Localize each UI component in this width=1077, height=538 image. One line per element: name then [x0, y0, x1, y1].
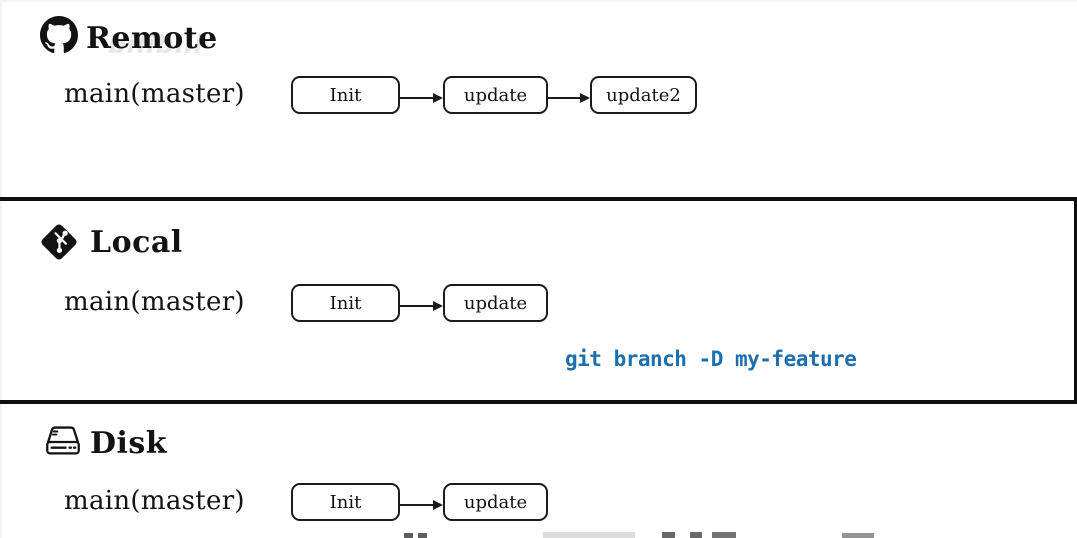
commit-label: update2 — [606, 84, 681, 106]
commit-node-update: update — [443, 483, 548, 521]
cropped-next-line-fragment — [543, 532, 635, 538]
branch-label-remote: main(master) — [64, 79, 245, 109]
cropped-next-line-fragment — [712, 532, 736, 538]
commit-node-update: update — [443, 284, 548, 322]
slide-top-edge — [0, 0, 1077, 2]
cropped-next-line-fragment — [404, 533, 413, 538]
commit-node-update2: update2 — [590, 76, 697, 114]
section-title-local: Local — [90, 225, 183, 260]
section-divider — [0, 197, 1077, 201]
commit-label: Init — [329, 84, 362, 106]
commit-node-update: update — [443, 76, 548, 114]
arrow-right-icon — [400, 297, 443, 316]
branch-label-disk: main(master) — [64, 486, 245, 516]
commit-label: update — [463, 84, 528, 106]
commit-node-init: Init — [291, 284, 400, 322]
arrow-right-icon — [400, 89, 443, 108]
commit-label: update — [463, 491, 528, 513]
section-divider — [0, 400, 1077, 404]
cropped-next-line-fragment — [690, 532, 702, 538]
commit-node-init: Init — [291, 76, 400, 114]
commit-label: update — [463, 292, 528, 314]
section-title-disk: Disk — [90, 426, 168, 461]
github-icon — [40, 16, 78, 58]
commit-label: Init — [329, 292, 362, 314]
cropped-next-line-fragment — [842, 533, 874, 538]
disk-icon — [42, 422, 84, 466]
commit-node-init: Init — [291, 483, 400, 521]
branch-label-local: main(master) — [64, 287, 245, 317]
git-icon — [38, 221, 80, 267]
cropped-next-line-fragment — [418, 533, 427, 538]
cropped-next-line-fragment — [662, 532, 675, 538]
arrow-right-icon — [548, 89, 590, 108]
slide-left-edge — [0, 0, 2, 538]
section-title-remote: Remote — [86, 21, 218, 56]
arrow-right-icon — [400, 496, 443, 515]
section-right-border — [1074, 201, 1077, 400]
git-command-text: git branch -D my-feature — [565, 347, 857, 371]
commit-label: Init — [329, 491, 362, 513]
